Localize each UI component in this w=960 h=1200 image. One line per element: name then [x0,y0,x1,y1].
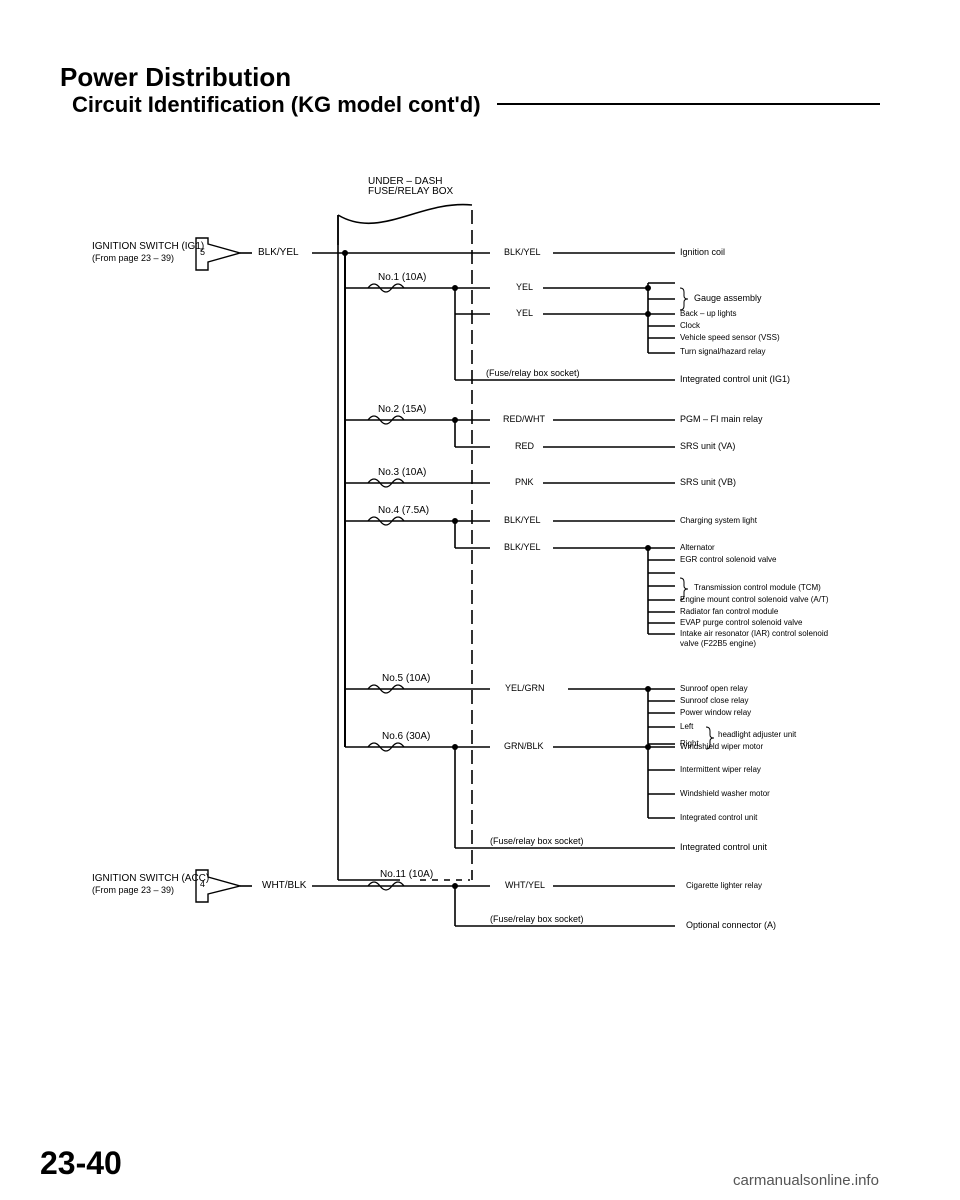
dest-pgm-fi-relay: PGM – FI main relay [680,414,763,424]
dest-iar-valve-engine: valve (F22B5 engine) [680,639,757,648]
dest-icu-ig1: Integrated control unit (IG1) [680,374,791,384]
source-acc-terminal: 4 [200,879,206,889]
fuse-label-1: No.1 (10A) [378,272,427,283]
dest-turn-signal-relay: Turn signal/hazard relay [680,347,766,356]
source-acc-wire: WHT/BLK [262,880,307,891]
dest-right: Right [680,739,699,748]
wire-label: RED [515,441,535,451]
fuse-box-title-line1: UNDER – DASH [368,176,443,187]
dest-srs-va: SRS unit (VA) [680,441,736,451]
dest-intermittent-relay: Intermittent wiper relay [680,765,761,774]
dest-icu: Integrated control unit [680,813,758,822]
footer-watermark: carmanualsonline.info [733,1172,879,1189]
fuse-label-6: No.6 (30A) [382,731,431,742]
wire-label: BLK/YEL [504,542,541,552]
source-ig1-terminal: 5 [200,247,206,257]
socket-label-3: (Fuse/relay box socket) [490,914,584,924]
dest-alternator: Alternator [680,543,715,552]
dest-clock: Clock [680,321,701,330]
dest-tcm: Transmission control module (TCM) [694,583,821,592]
dest-power-window: Power window relay [680,708,752,717]
page-number: 23-40 [40,1145,122,1181]
dest-sunroof-open: Sunroof open relay [680,684,748,693]
socket-label-2: (Fuse/relay box socket) [490,836,584,846]
fuse-label-11: No.11 (10A) [380,869,434,880]
wire-label: YEL/GRN [505,683,545,693]
source-acc-label: IGNITION SWITCH (ACC) [92,873,210,884]
dest-icu-socket: Integrated control unit [680,842,768,852]
wire-label: GRN/BLK [504,741,544,751]
dest-cigarette-relay: Cigarette lighter relay [686,881,763,890]
dest-srs-vb: SRS unit (VB) [680,477,737,487]
page-subtitle: Circuit Identification (KG model cont'd) [72,92,481,117]
fuse-label-5: No.5 (10A) [382,673,431,684]
fuse-label-3: No.3 (10A) [378,467,427,478]
dest-sunroof-close: Sunroof close relay [680,696,749,705]
dest-washer-motor: Windshield washer motor [680,789,770,798]
dest-backup-lights: Back – up lights [680,309,737,318]
dest-charging-light: Charging system light [680,516,757,525]
fuse-label-4: No.4 (7.5A) [378,505,430,516]
fuse-label-2: No.2 (15A) [378,404,427,415]
source-ig1-page: (From page 23 – 39) [92,253,175,263]
dest-ignition-coil: Ignition coil [680,247,726,257]
wire-label: BLK/YEL [504,515,541,525]
wire-label: BLK/YEL [504,247,541,257]
wire-label: WHT/YEL [505,880,546,890]
page-title: Power Distribution [60,62,292,92]
wire-label: YEL [516,282,534,292]
source-ig1-label: IGNITION SWITCH (IG1) [92,241,205,252]
source-acc-page: (From page 23 – 39) [92,885,175,895]
dest-wiper-motor: Windshield wiper motor [680,742,764,751]
wire-label: RED/WHT [503,414,545,424]
dest-radiator-fan: Radiator fan control module [680,607,779,616]
dest-optional-connector: Optional connector (A) [686,920,777,930]
wire-label: PNK [515,477,534,487]
dest-left: Left [680,722,694,731]
dest-engine-mount-valve: Engine mount control solenoid valve (A/T… [680,595,829,604]
dest-evap-valve: EVAP purge control solenoid valve [680,618,803,627]
wire-label: YEL [516,308,534,318]
source-ig1-wire: BLK/YEL [258,247,299,258]
dest-iar-valve: Intake air resonator (IAR) control solen… [680,629,829,638]
socket-label-1: (Fuse/relay box socket) [486,368,580,378]
dest-egr-valve: EGR control solenoid valve [680,555,777,564]
dest-vss: Vehicle speed sensor (VSS) [680,333,780,342]
dest-gauge-assembly: Gauge assembly [694,293,762,303]
fuse-box-title-line2: FUSE/RELAY BOX [368,186,454,197]
dest-headlight-adjuster: headlight adjuster unit [718,730,797,739]
